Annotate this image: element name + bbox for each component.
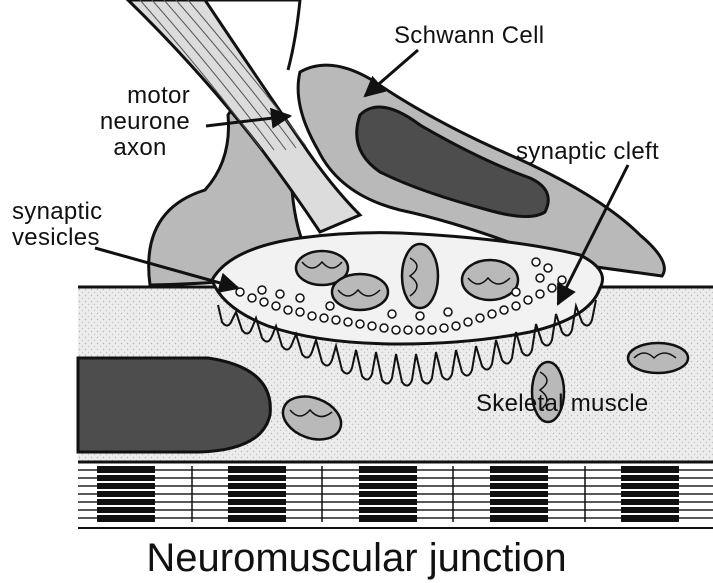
axon-label-line-2: neurone: [90, 110, 190, 134]
skeletal-muscle-label: Skeletal muscle: [476, 392, 649, 416]
vesicles-label-line-2: vesicles: [12, 226, 102, 250]
schwann-cell-label: Schwann Cell: [394, 24, 544, 48]
synaptic-vesicles-label: synaptic vesicles: [12, 200, 102, 250]
muscle-nucleus: [78, 358, 270, 452]
vesicles-label-line-1: synaptic: [12, 200, 102, 224]
axon-label-line-1: motor: [90, 84, 190, 108]
synaptic-cleft-label: synaptic cleft: [516, 140, 659, 164]
diagram-title: Neuromuscular junction: [0, 536, 713, 581]
myofibril-bands: [78, 464, 713, 528]
motor-neurone-axon-label: motor neurone axon: [90, 84, 190, 160]
axon-label-line-3: axon: [90, 136, 190, 160]
schwann-cell-pointer: [365, 50, 418, 96]
